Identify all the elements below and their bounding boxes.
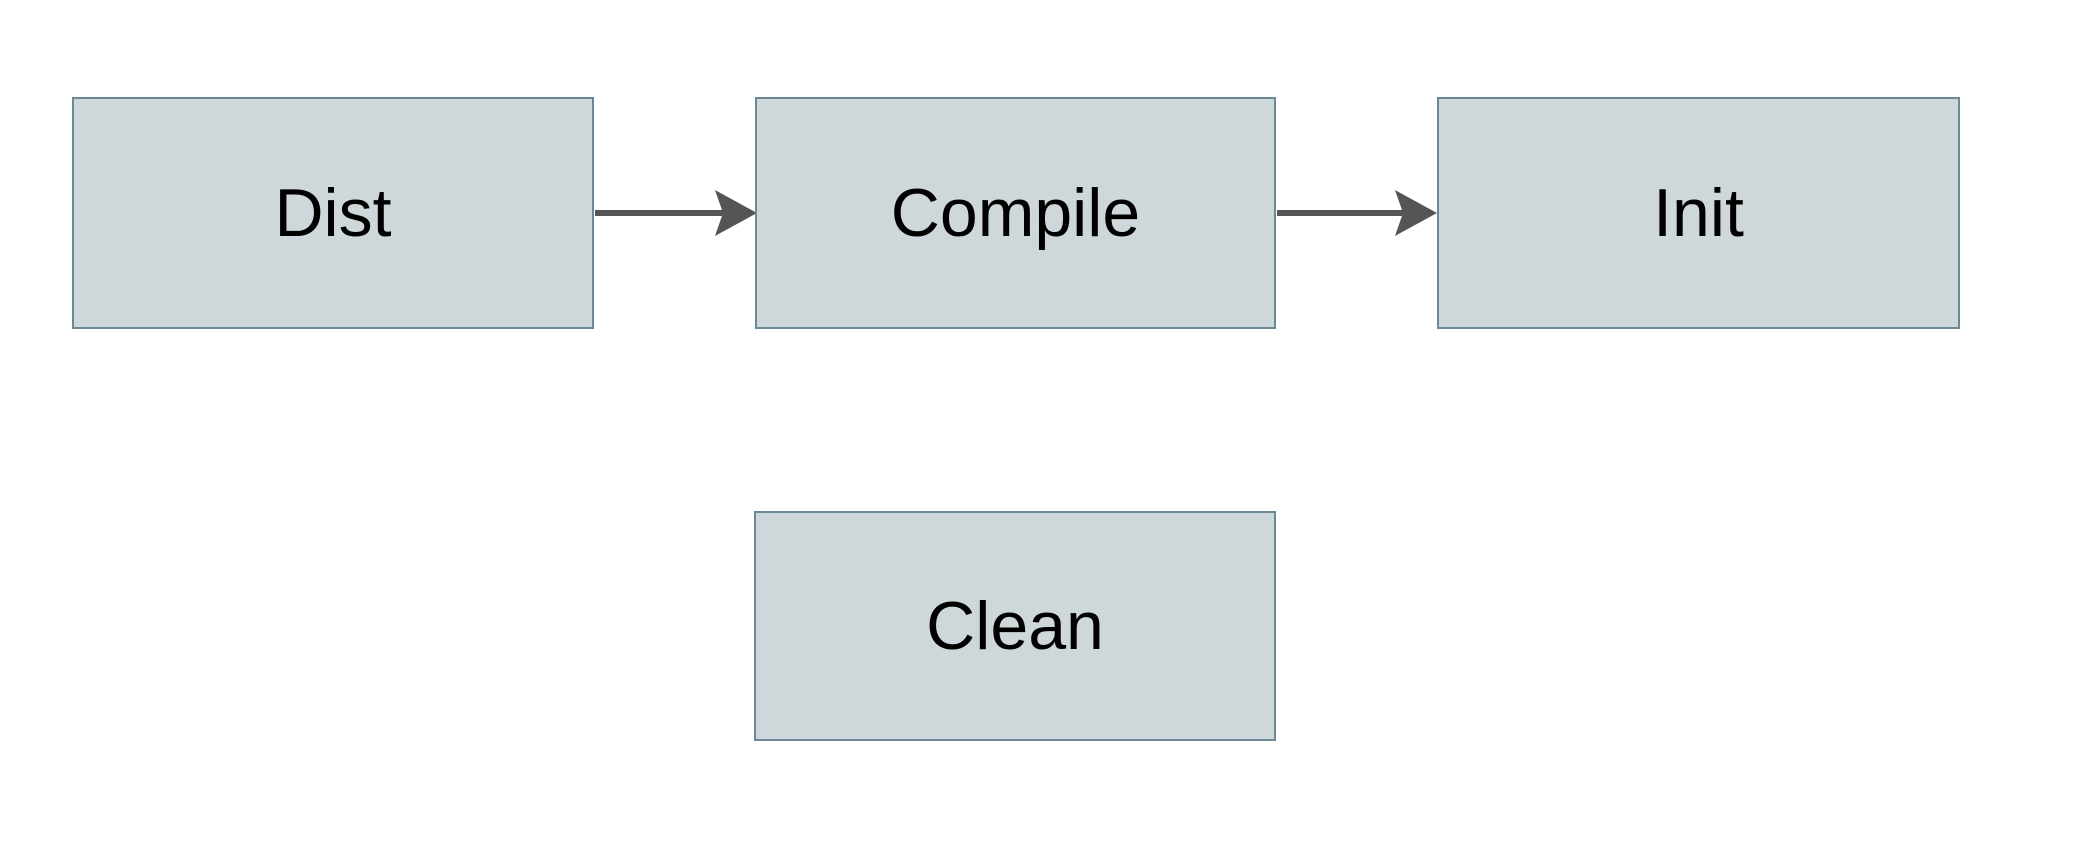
node-label: Compile xyxy=(890,175,1141,251)
node-dist[interactable]: Dist xyxy=(72,97,594,329)
edge-compile-to-init xyxy=(1277,190,1437,236)
node-label: Clean xyxy=(926,588,1104,664)
arrow-head-icon xyxy=(1395,190,1437,236)
node-label: Init xyxy=(1653,175,1744,251)
arrow-head-icon xyxy=(715,190,757,236)
node-label: Dist xyxy=(274,175,392,251)
node-compile[interactable]: Compile xyxy=(755,97,1276,329)
node-clean[interactable]: Clean xyxy=(754,511,1276,741)
node-init[interactable]: Init xyxy=(1437,97,1960,329)
edge-dist-to-compile xyxy=(595,190,757,236)
